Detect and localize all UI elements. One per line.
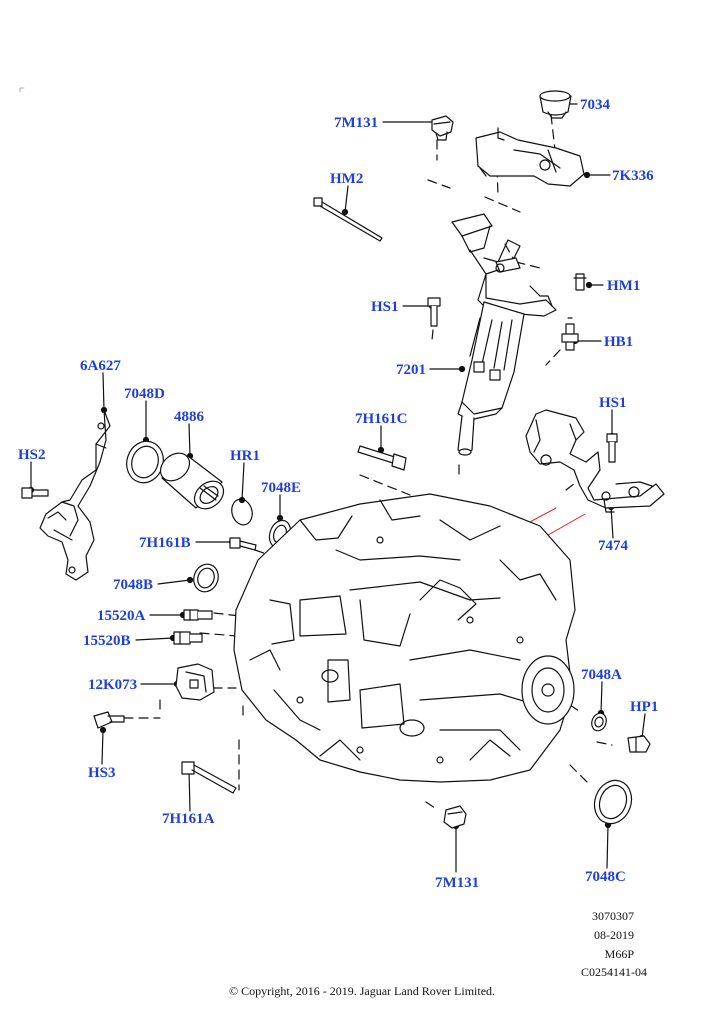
bolt-hs2-part — [21, 487, 49, 499]
callout-7201[interactable]: 7201 — [396, 362, 426, 378]
callout-7048a[interactable]: 7048A — [581, 667, 622, 683]
callout-hs2[interactable]: HS2 — [18, 447, 46, 463]
seal-7048b-part — [193, 563, 219, 593]
corner-mark — [19, 87, 25, 93]
callout-hm2[interactable]: HM2 — [330, 171, 364, 187]
callout-7048b[interactable]: 7048B — [113, 577, 154, 593]
sensor-15520b-part — [173, 631, 203, 645]
callout-12k073[interactable]: 12K073 — [88, 677, 138, 693]
clip-part — [573, 273, 587, 291]
switch-12k073-part — [175, 663, 215, 701]
callout-7048e[interactable]: 7048E — [261, 480, 302, 496]
seal-7048d-part — [126, 440, 164, 484]
gearbox-casing-part — [233, 493, 576, 783]
callout-7474[interactable]: 7474 — [598, 538, 628, 554]
fitting-top-part — [431, 115, 454, 141]
bolt-hs3-part — [93, 711, 125, 729]
shift-bracket-part — [475, 127, 585, 187]
callout-7h161b[interactable]: 7H161B — [139, 535, 191, 551]
callout-15520b[interactable]: 15520B — [83, 633, 131, 649]
callout-7k336[interactable]: 7K336 — [612, 168, 654, 184]
bolt-hs1-right-part — [606, 433, 618, 463]
callout-hm1[interactable]: HM1 — [607, 278, 641, 294]
diagram-id: 3070307 — [592, 909, 634, 923]
callout-6a627[interactable]: 6A627 — [80, 358, 121, 374]
callout-7h161c[interactable]: 7H161C — [355, 411, 408, 427]
callout-hb1[interactable]: HB1 — [604, 334, 634, 350]
diagram-date: 08-2019 — [594, 928, 634, 942]
callout-7h161a[interactable]: 7H161A — [162, 811, 215, 827]
cable-bracket-part — [525, 409, 665, 513]
gearshift-assembly-part — [451, 213, 557, 456]
diagram-reference: C0254141-04 — [581, 965, 647, 979]
callout-7034[interactable]: 7034 — [580, 97, 610, 113]
callout-hs1-right[interactable]: HS1 — [599, 395, 627, 411]
callout-hs1-upper[interactable]: HS1 — [371, 299, 399, 315]
callout-7048d[interactable]: 7048D — [124, 386, 165, 402]
callout-7m131-bottom[interactable]: 7M131 — [435, 875, 480, 891]
callout-15520a[interactable]: 15520A — [97, 608, 146, 624]
plug-hp1-part — [627, 735, 651, 753]
callout-7048c[interactable]: 7048C — [585, 869, 626, 885]
bolt-hs1-upper-part — [427, 297, 441, 327]
bolt-7h161a-part — [181, 761, 237, 794]
fitting-bottom-part — [443, 805, 467, 829]
callout-hp1[interactable]: HP1 — [630, 699, 659, 715]
sleeve-part — [159, 452, 225, 510]
seal-7048c-part — [593, 779, 633, 825]
diagram-model: M66P — [604, 947, 634, 961]
bolt-7h161b-part — [229, 537, 257, 551]
bolt-7h161c-part — [357, 445, 407, 471]
sensor-15520a-part — [183, 609, 213, 621]
callout-7m131-top[interactable]: 7M131 — [334, 115, 379, 131]
callout-hs3[interactable]: HS3 — [88, 765, 116, 781]
heat-shield-part — [39, 409, 111, 581]
cable-tie-part — [313, 197, 383, 242]
seal-7048a-part — [591, 712, 607, 732]
copyright-notice: © Copyright, 2016 - 2019. Jaguar Land Ro… — [228, 984, 496, 998]
callout-4886[interactable]: 4886 — [174, 409, 204, 425]
callout-hr1[interactable]: HR1 — [230, 448, 260, 464]
ring-hr1-part — [231, 498, 253, 526]
stud-part — [561, 317, 579, 351]
shift-knob-part — [539, 90, 572, 119]
